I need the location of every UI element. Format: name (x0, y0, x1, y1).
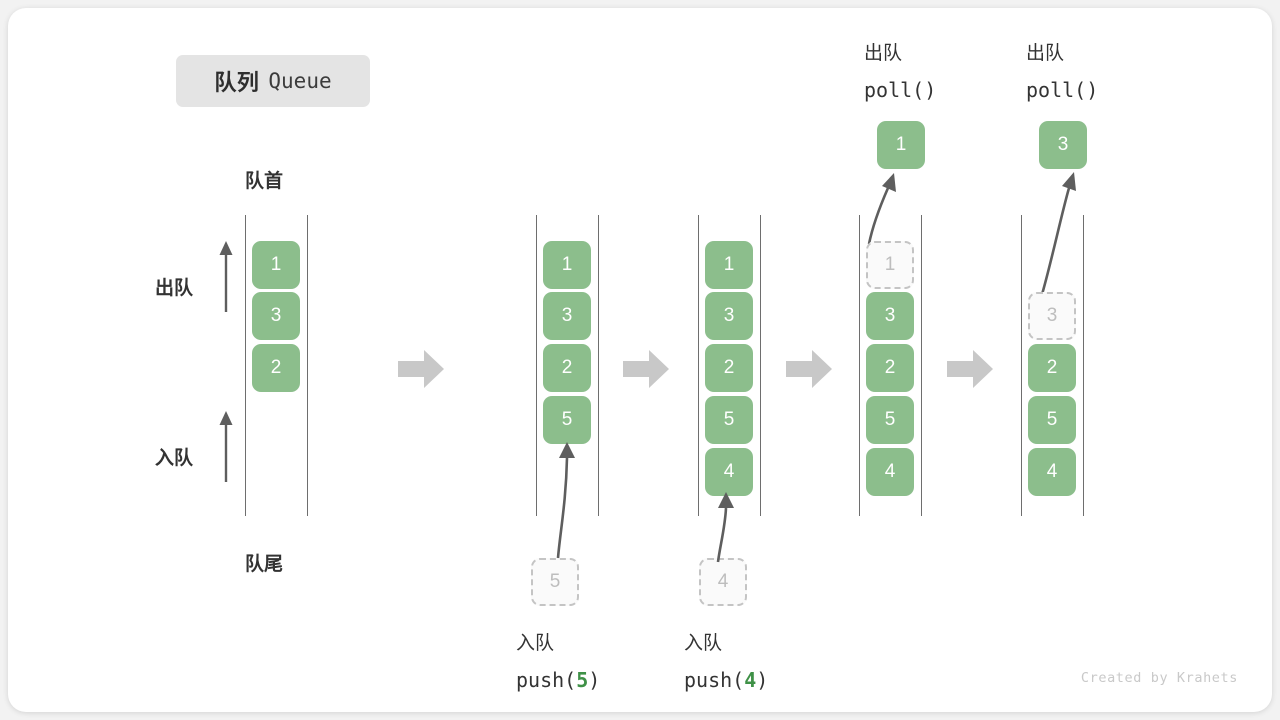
enqueue-motion-arrow-icon (716, 492, 734, 563)
step-caption-cn: 出队 (1026, 43, 1065, 64)
step-transition-arrow-icon (947, 350, 993, 388)
queue-cell: 3 (866, 292, 914, 340)
queue-rail-right (760, 215, 761, 516)
queue-cell: 5 (1028, 396, 1076, 444)
step-transition-arrow-icon (623, 350, 669, 388)
queue-cell-ghost: 1 (866, 241, 914, 289)
step-caption-code: push(5) (516, 668, 601, 692)
step-caption-cn: 出队 (864, 43, 903, 64)
incoming-element-ghost: 5 (531, 558, 579, 606)
step-caption-code: push(4) (684, 668, 769, 692)
step-transition-arrow-icon (398, 350, 444, 388)
queue-front-label: 队首 (245, 171, 284, 192)
queue-rail-left (859, 215, 860, 516)
queue-cell: 2 (866, 344, 914, 392)
queue-cell: 4 (1028, 448, 1076, 496)
queue-rail-left (1021, 215, 1022, 516)
step-caption-push-4: 入队 push(4) (684, 626, 768, 698)
queue-cell: 4 (866, 448, 914, 496)
queue-cell: 3 (705, 292, 753, 340)
queue-cell: 1 (705, 241, 753, 289)
step-transition-arrow-icon (786, 350, 832, 388)
step-caption-poll-3: 出队 poll() (1026, 36, 1098, 108)
queue-cell: 2 (705, 344, 753, 392)
queue-cell: 2 (543, 344, 591, 392)
queue-cell: 3 (252, 292, 300, 340)
queue-rail-right (1083, 215, 1084, 516)
queue-cell: 5 (543, 396, 591, 444)
step-caption-cn: 入队 (516, 633, 555, 654)
title-label-cn: 队列 (214, 70, 260, 95)
dequeue-motion-arrow-icon (867, 173, 896, 245)
step-caption-code: poll() (1026, 78, 1099, 102)
queue-cell: 3 (543, 292, 591, 340)
popped-element: 1 (877, 121, 925, 169)
enqueue-motion-arrow-icon (556, 442, 575, 559)
queue-rail-right (307, 215, 308, 516)
queue-cell: 1 (252, 241, 300, 289)
step-caption-code: poll() (864, 78, 937, 102)
incoming-element-ghost: 4 (699, 558, 747, 606)
enqueue-direction-arrow-icon (219, 411, 233, 482)
queue-cell: 2 (252, 344, 300, 392)
dequeue-motion-arrow-icon (1039, 172, 1076, 299)
queue-rail-right (921, 215, 922, 516)
queue-cell: 5 (705, 396, 753, 444)
queue-rear-label: 队尾 (245, 554, 284, 575)
queue-cell: 4 (705, 448, 753, 496)
step-caption-cn: 入队 (684, 633, 723, 654)
step-caption-poll-1: 出队 poll() (864, 36, 936, 108)
queue-cell: 5 (866, 396, 914, 444)
dequeue-direction-arrow-icon (219, 241, 233, 312)
queue-cell: 1 (543, 241, 591, 289)
queue-cell-ghost: 3 (1028, 292, 1076, 340)
credit-label: Created by Krahets (1080, 670, 1238, 686)
queue-cell: 2 (1028, 344, 1076, 392)
diagram-card: 队列 Queue 队首 队尾 出队 入队 1 3 2 (8, 8, 1272, 712)
diagram-title-chip: 队列 Queue (176, 55, 370, 107)
enqueue-direction-label: 入队 (155, 448, 194, 469)
queue-rail-left (536, 215, 537, 516)
queue-rail-left (245, 215, 246, 516)
queue-rail-right (598, 215, 599, 516)
step-caption-push-5: 入队 push(5) (516, 626, 600, 698)
popped-element: 3 (1039, 121, 1087, 169)
dequeue-direction-label: 出队 (155, 278, 194, 299)
queue-rail-left (698, 215, 699, 516)
title-label-en: Queue (268, 69, 332, 93)
